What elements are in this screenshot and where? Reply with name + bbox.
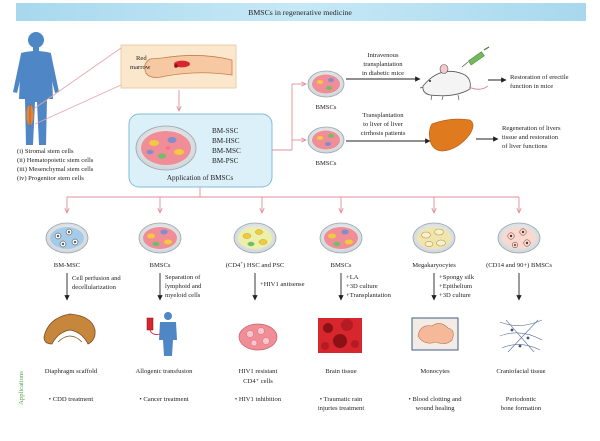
route-2-dish <box>307 126 345 154</box>
column-4-process-3: +Transplantation <box>346 292 392 299</box>
column-branch-bus <box>67 187 519 213</box>
applications-side-label: Applications <box>18 371 25 405</box>
application-cell-3: BM-MSC <box>212 147 241 155</box>
connector-body-marrow-bottom <box>34 84 122 125</box>
route-2-dish-label: BMSCs <box>316 160 337 167</box>
column-6-application-2: bone formation <box>501 405 542 412</box>
red-marrow-label-1: Red <box>136 55 147 62</box>
human-body-illustration <box>13 32 59 145</box>
route-2-method-3: cirrhosis patients <box>361 130 406 137</box>
column-4-product: Brain tissue <box>325 368 356 375</box>
transplant-route-1: BMSCs Intravenous transplantation in dia… <box>307 46 569 111</box>
column-2-application: • Cancer treatment <box>139 396 188 403</box>
route-1-dish-label: BMSCs <box>316 104 337 111</box>
column-4-dish <box>319 222 363 254</box>
mouse-icon <box>419 64 489 101</box>
column-3-application: • HIV1 inhibition <box>235 396 282 403</box>
route-1-method-2: transplantation <box>363 61 403 68</box>
column-5-dish <box>412 222 456 254</box>
cell-type-2: (ii) Hematopoietic stem cells <box>17 157 94 164</box>
route-2-outcome-2: tissue and restoration <box>502 134 559 141</box>
column-3-product-1: HIV1 resistant <box>239 368 278 375</box>
column-5-product: Monocytes <box>420 368 450 375</box>
craniofacial-tissue-image <box>498 318 544 353</box>
column-3-dish <box>233 222 277 254</box>
column-5-process-3: +3D culture <box>439 292 471 299</box>
column-2-process-1: Separation of <box>165 274 201 281</box>
connector-body-marrow-top <box>34 47 122 109</box>
cell-type-list: (i) Stromal stem cells (ii) Hematopoieti… <box>17 148 94 182</box>
column-6-product: Craniofacial tissue <box>496 368 545 375</box>
column-2-cell-label: BMSCs <box>150 262 171 269</box>
route-1-outcome-1: Restoration of erectile <box>510 74 569 81</box>
column-2-process-3: myeloid cells <box>165 292 201 299</box>
diagram-title: BMSCs in regenerative medicine <box>248 8 352 17</box>
column-5-process-2: +Epithelium <box>439 283 473 290</box>
brain-tissue-image <box>318 318 362 353</box>
application-box: BM-SSC BM-HSC BM-MSC BM-PSC Application … <box>128 113 273 188</box>
cell-type-3: (iii) Mesenchymal stem cells <box>17 166 94 173</box>
column-1-cell-label: BM-MSC <box>54 262 81 269</box>
route-connector <box>272 84 306 151</box>
column-2-product: Allogenic transfusion <box>136 368 194 375</box>
route-2-method-1: Transplantation <box>362 112 404 119</box>
column-1-process-1: Cell perfusion and <box>72 275 121 282</box>
column-5-application-1: • Blood clotting and <box>408 396 462 403</box>
column-process-arrows <box>64 273 522 301</box>
application-cell-4: BM-PSC <box>212 157 239 165</box>
route-1-dish <box>307 70 345 98</box>
red-marrow-box: Red marrow <box>120 44 237 89</box>
column-5-cell-label: Megakaryocytes <box>412 262 456 269</box>
column-2-dish <box>138 222 182 254</box>
column-3-process-1: +HIV1 antisense <box>260 281 305 288</box>
diaphragm-scaffold-image <box>43 313 96 345</box>
column-5-application-2: wound healing <box>415 405 455 412</box>
column-4-cell-label: BMSCs <box>331 262 352 269</box>
title-bar: BMSCs in regenerative medicine <box>16 3 586 21</box>
column-4-application-1: • Traumatic rain <box>320 396 363 403</box>
route-1-outcome-2: function in mice <box>510 83 553 90</box>
column-1-dish <box>45 222 89 254</box>
column-1-application: • CDD treatment <box>49 396 94 403</box>
application-cell-2: BM-HSC <box>212 137 240 145</box>
column-2-process-2: lymphoid and <box>165 283 202 290</box>
route-1-method-3: in diabetic mice <box>362 70 404 77</box>
application-cell-1: BM-SSC <box>212 127 239 135</box>
column-5-process-1: +Spongy silk <box>439 274 475 281</box>
column-3-cell-label-b: ) HSC and PSC <box>243 262 285 269</box>
red-marrow-label-2: marrow <box>130 64 151 71</box>
application-caption: Application of BMSCs <box>167 174 233 182</box>
cell-type-1: (i) Stromal stem cells <box>17 148 74 155</box>
column-1-process-2: decellularization <box>72 284 117 291</box>
column-4-application-2: injuries treatment <box>318 405 364 412</box>
column-6-cell-label: (CD14 and 90+) BMSCs <box>486 262 552 269</box>
route-2-method-2: to liver of liver <box>363 121 404 128</box>
application-dish <box>135 125 197 171</box>
route-2-outcome-3: of liver functions <box>502 143 548 150</box>
column-1-product: Diaphragm scaffold <box>45 368 98 375</box>
column-3-cell-label: (CD4+) HSC and PSC <box>226 262 285 270</box>
liver-icon <box>428 118 474 152</box>
allogenic-transfusion-image <box>146 312 177 356</box>
column-6-application-1: Periodontic <box>506 396 536 403</box>
column-3-cell-label-a: (CD4 <box>226 262 241 269</box>
column-6-dish <box>497 222 541 254</box>
hiv-resistant-cells-image <box>238 323 278 351</box>
syringe-icon <box>461 46 490 68</box>
route-2-outcome-1: Regeneration of livers <box>502 125 561 132</box>
column-3-product-2: CD4⁺ cells <box>243 378 273 385</box>
column-4-process-1: +LA <box>346 274 359 281</box>
monocytes-image <box>411 317 459 351</box>
route-1-method-1: Intravenous <box>367 52 399 59</box>
cell-type-4: (iv) Progenitor stem cells <box>17 175 84 182</box>
transplant-route-2: BMSCs Transplantation to liver of liver … <box>307 112 561 167</box>
column-4-process-2: +3D culture <box>346 283 378 290</box>
column-3-cell-label-sup: + <box>240 262 243 267</box>
